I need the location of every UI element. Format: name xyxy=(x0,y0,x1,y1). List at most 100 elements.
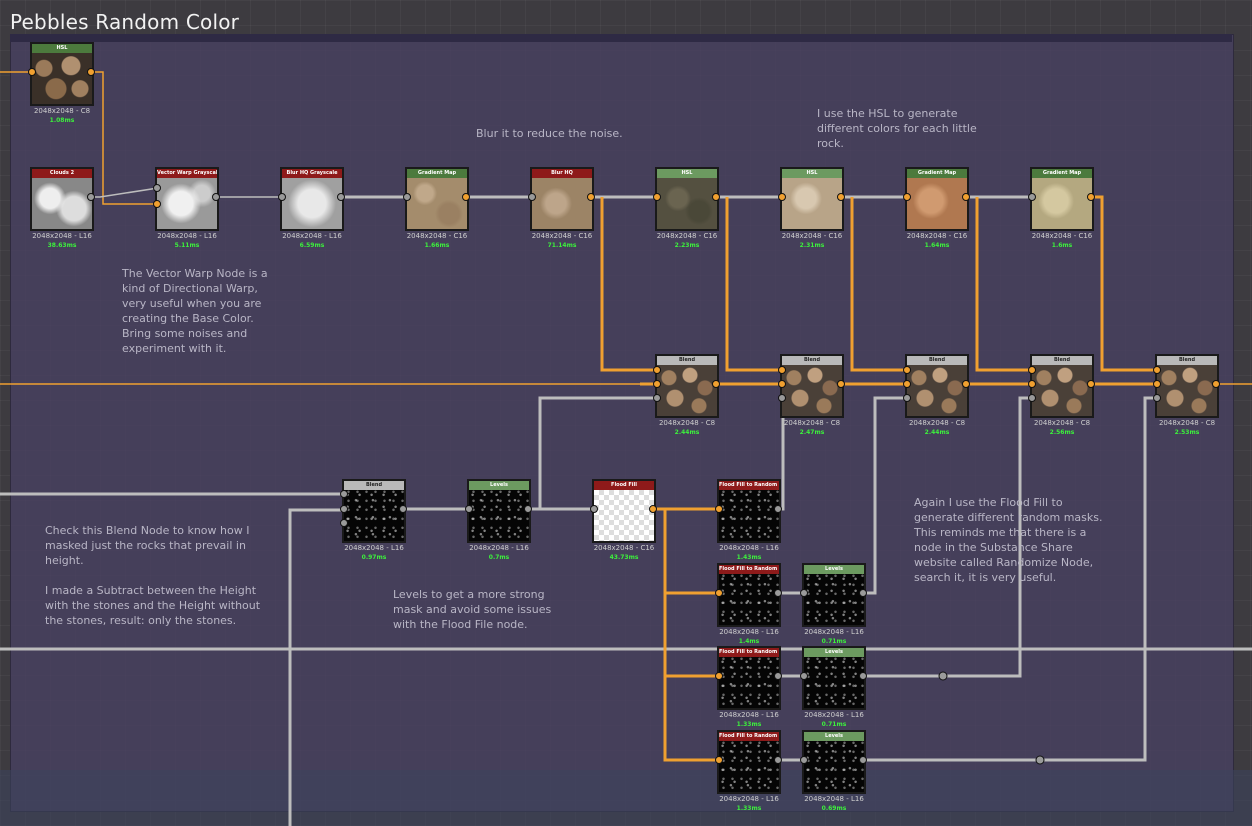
output-port[interactable] xyxy=(859,756,867,764)
reroute-dot[interactable] xyxy=(938,671,948,681)
comment-blend-mask[interactable]: Check this Blend Node to know how I mask… xyxy=(45,524,261,627)
comment-hsl[interactable]: I use the HSL to generate different colo… xyxy=(817,107,977,150)
output-port[interactable] xyxy=(212,193,220,201)
output-port[interactable] xyxy=(712,193,720,201)
output-port[interactable] xyxy=(462,193,470,201)
input-port[interactable] xyxy=(800,672,808,680)
input-port[interactable] xyxy=(1028,394,1036,402)
node-blend-4[interactable]: Blend xyxy=(1030,354,1094,418)
input-port[interactable] xyxy=(153,184,161,192)
input-port[interactable] xyxy=(1028,366,1036,374)
input-port[interactable] xyxy=(278,193,286,201)
output-port[interactable] xyxy=(712,380,720,388)
output-port[interactable] xyxy=(774,589,782,597)
wire xyxy=(975,197,1033,372)
input-port[interactable] xyxy=(528,193,536,201)
input-port[interactable] xyxy=(340,519,348,527)
node-time: 1.08ms xyxy=(49,117,75,124)
output-port[interactable] xyxy=(1087,193,1095,201)
output-port[interactable] xyxy=(337,193,345,201)
input-port[interactable] xyxy=(800,589,808,597)
frame-header-bar[interactable] xyxy=(10,34,1232,42)
reroute-dot[interactable] xyxy=(1035,755,1045,765)
output-port[interactable] xyxy=(87,193,95,201)
input-port[interactable] xyxy=(153,200,161,208)
node-levels-4[interactable]: Levels xyxy=(802,730,866,794)
output-port[interactable] xyxy=(399,505,407,513)
input-port[interactable] xyxy=(903,193,911,201)
input-port[interactable] xyxy=(590,505,598,513)
node-blend-2[interactable]: Blend xyxy=(780,354,844,418)
comment-flood-fill[interactable]: Again I use the Flood Fill to generate d… xyxy=(914,496,1103,584)
output-port[interactable] xyxy=(587,193,595,201)
node-levels-mask[interactable]: Levels xyxy=(467,479,531,543)
node-hsl-2[interactable]: HSL xyxy=(780,167,844,231)
input-port[interactable] xyxy=(715,672,723,680)
node-blend-5[interactable]: Blend xyxy=(1155,354,1219,418)
node-blur-hq-gray[interactable]: Blur HQ Grayscale xyxy=(280,167,344,231)
input-port[interactable] xyxy=(1153,380,1161,388)
node-gradient-map-1[interactable]: Gradient Map xyxy=(405,167,469,231)
node-gradient-map-3[interactable]: Gradient Map xyxy=(1030,167,1094,231)
input-port[interactable] xyxy=(903,380,911,388)
output-port[interactable] xyxy=(962,380,970,388)
output-port[interactable] xyxy=(774,505,782,513)
node-levels-2[interactable]: Levels xyxy=(802,563,866,627)
output-port[interactable] xyxy=(87,68,95,76)
output-port[interactable] xyxy=(837,380,845,388)
input-port[interactable] xyxy=(653,366,661,374)
node-ff-random-4[interactable]: Flood Fill to Random Grayscale xyxy=(717,730,781,794)
node-blend-mask[interactable]: Blend xyxy=(342,479,406,543)
node-ff-random-2[interactable]: Flood Fill to Random Grayscale xyxy=(717,563,781,627)
output-port[interactable] xyxy=(649,505,657,513)
node-hsl-top[interactable]: HSL xyxy=(30,42,94,106)
node-ff-random-1[interactable]: Flood Fill to Random Grayscale xyxy=(717,479,781,543)
output-port[interactable] xyxy=(859,672,867,680)
input-port[interactable] xyxy=(340,505,348,513)
input-port[interactable] xyxy=(1153,366,1161,374)
output-port[interactable] xyxy=(524,505,532,513)
input-port[interactable] xyxy=(465,505,473,513)
input-port[interactable] xyxy=(778,366,786,374)
input-port[interactable] xyxy=(903,394,911,402)
output-port[interactable] xyxy=(774,672,782,680)
output-port[interactable] xyxy=(1087,380,1095,388)
node-hsl-1[interactable]: HSL xyxy=(655,167,719,231)
comment-levels[interactable]: Levels to get a more strong mask and avo… xyxy=(393,588,552,631)
output-port[interactable] xyxy=(962,193,970,201)
node-ff-random-3[interactable]: Flood Fill to Random Grayscale xyxy=(717,646,781,710)
output-port[interactable] xyxy=(837,193,845,201)
node-cloud2[interactable]: Clouds 2 xyxy=(30,167,94,231)
output-port[interactable] xyxy=(774,756,782,764)
input-port[interactable] xyxy=(1028,380,1036,388)
input-port[interactable] xyxy=(778,394,786,402)
graph-frame[interactable] xyxy=(10,34,1234,812)
input-port[interactable] xyxy=(403,193,411,201)
input-port[interactable] xyxy=(715,756,723,764)
output-port[interactable] xyxy=(859,589,867,597)
input-port[interactable] xyxy=(715,589,723,597)
node-gradient-map-2[interactable]: Gradient Map xyxy=(905,167,969,231)
input-port[interactable] xyxy=(778,193,786,201)
input-port[interactable] xyxy=(28,68,36,76)
node-vector-warp[interactable]: Vector Warp Grayscale xyxy=(155,167,219,231)
input-port[interactable] xyxy=(1153,394,1161,402)
comment-vector-warp[interactable]: The Vector Warp Node is a kind of Direct… xyxy=(122,267,268,355)
node-blur-hq[interactable]: Blur HQ xyxy=(530,167,594,231)
input-port[interactable] xyxy=(800,756,808,764)
input-port[interactable] xyxy=(1028,193,1036,201)
input-port[interactable] xyxy=(715,505,723,513)
output-port[interactable] xyxy=(1212,380,1220,388)
input-port[interactable] xyxy=(653,394,661,402)
node-flood-fill[interactable]: Flood Fill xyxy=(592,479,656,543)
node-blend-3[interactable]: Blend xyxy=(905,354,969,418)
input-port[interactable] xyxy=(653,380,661,388)
input-port[interactable] xyxy=(340,490,348,498)
input-port[interactable] xyxy=(778,380,786,388)
comment-blur[interactable]: Blur it to reduce the noise. xyxy=(476,127,623,140)
input-port[interactable] xyxy=(653,193,661,201)
node-levels-3[interactable]: Levels xyxy=(802,646,866,710)
node-blend-1[interactable]: Blend xyxy=(655,354,719,418)
input-port[interactable] xyxy=(903,366,911,374)
